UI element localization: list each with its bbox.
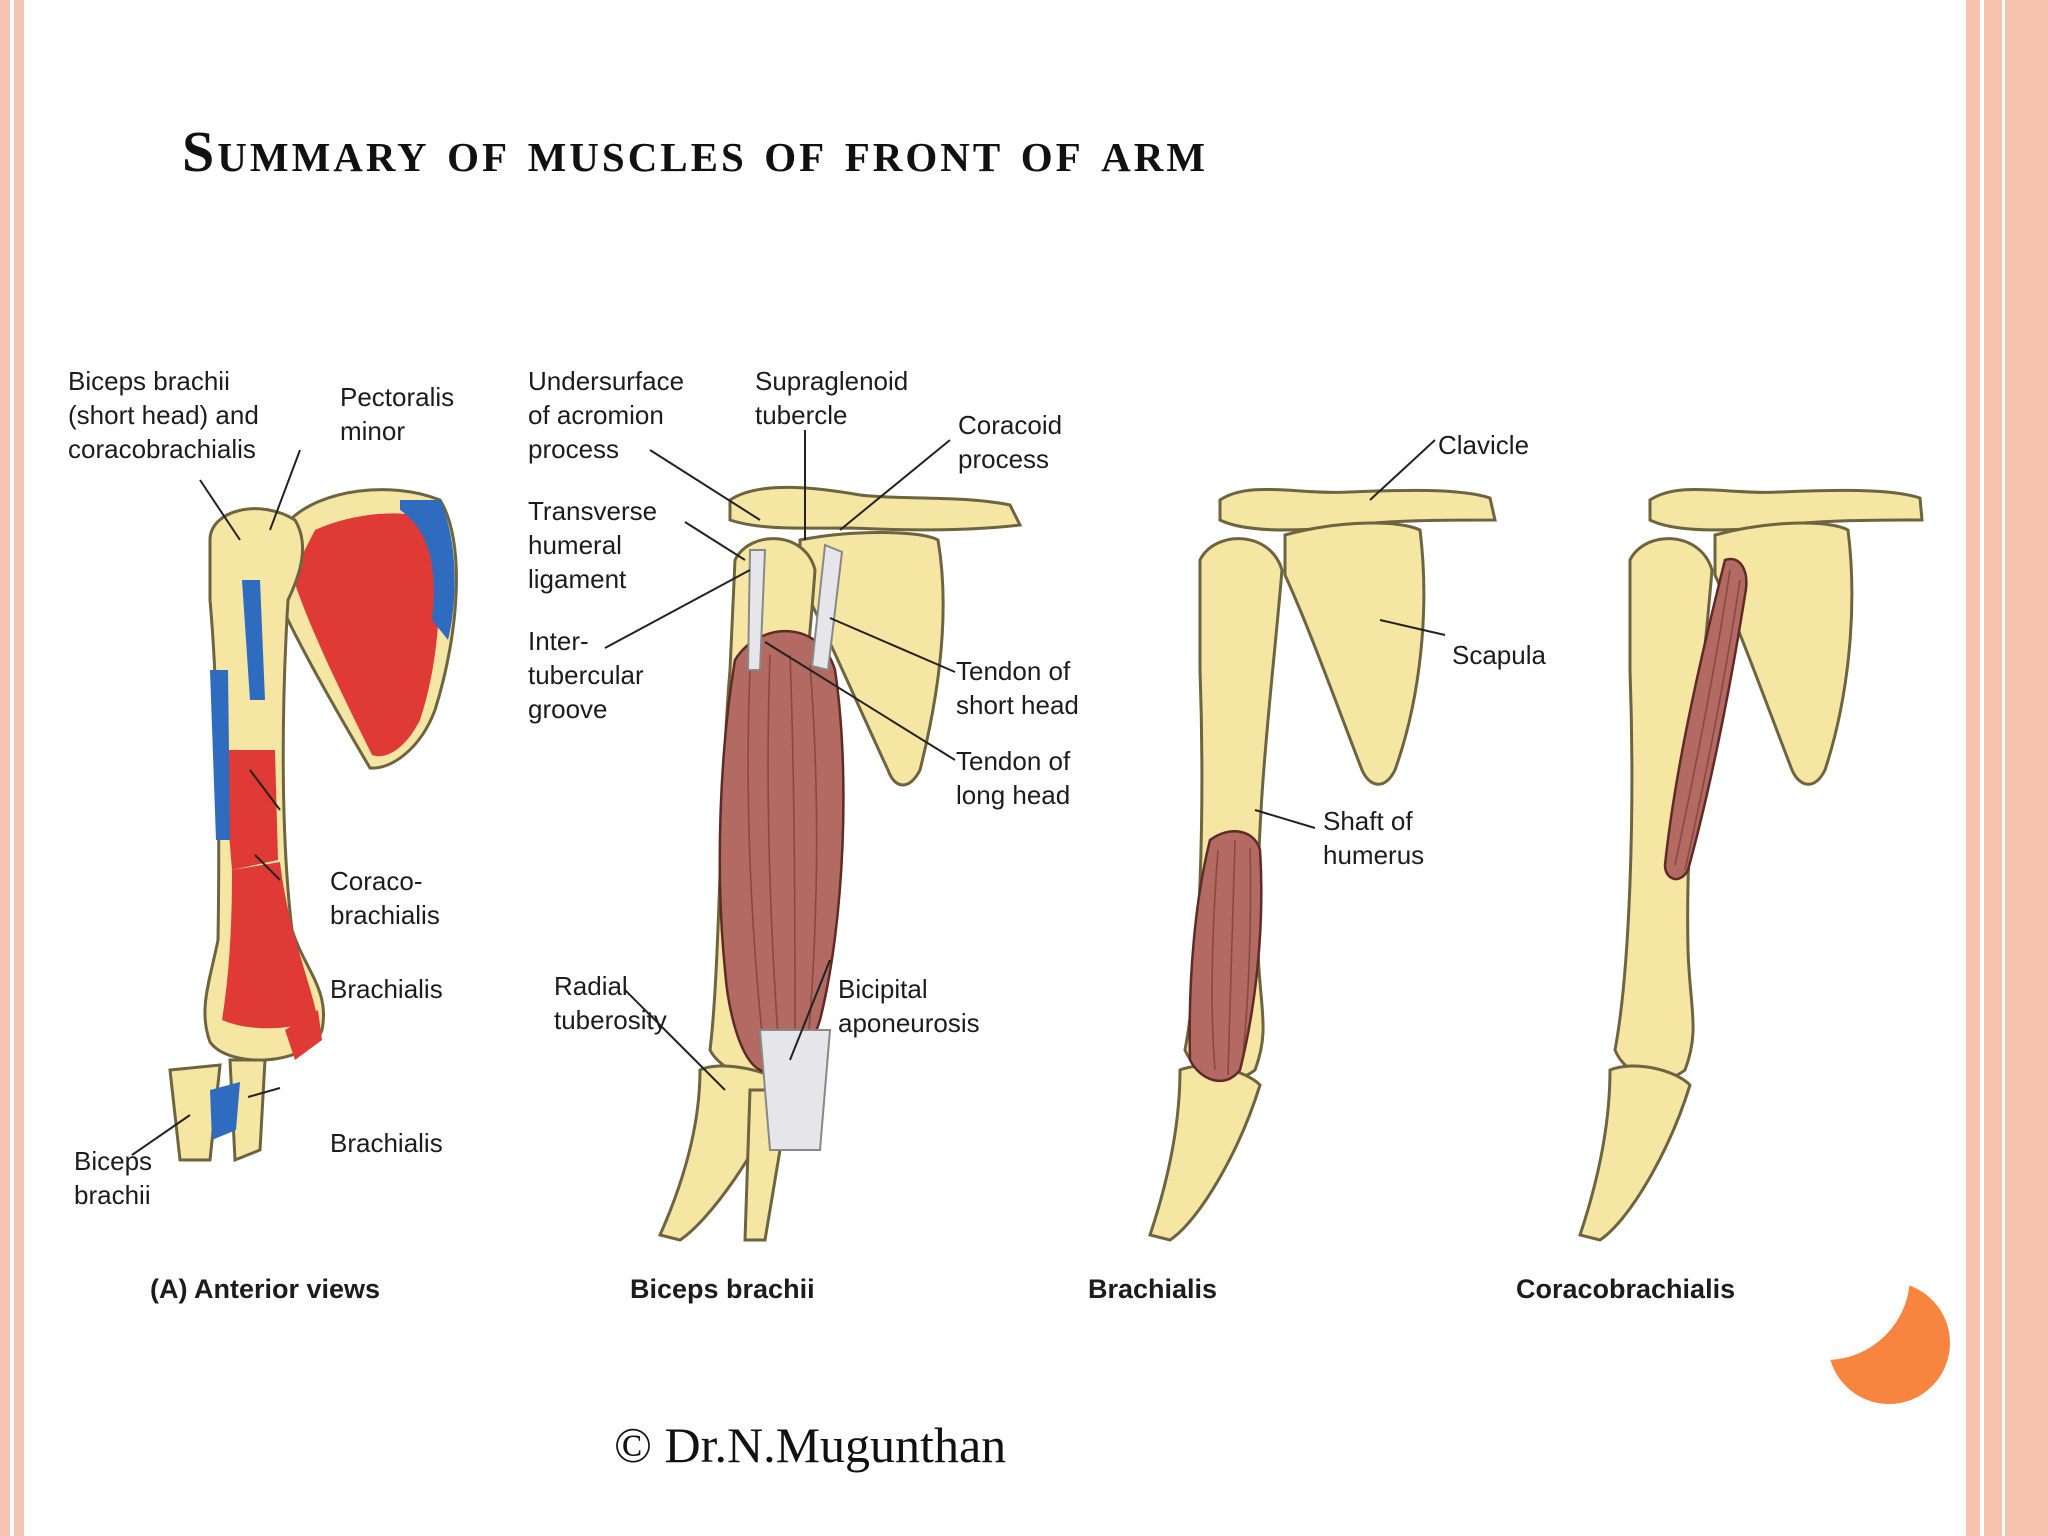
caption-brachialis: Brachialis <box>1088 1274 1217 1304</box>
label-bicipital-aponeurosis: Bicipital aponeurosis <box>838 974 980 1038</box>
label-undersurface-acromion: Undersurface of acromion process <box>528 370 691 464</box>
forearm-attachment-blue <box>210 1082 240 1140</box>
anatomy-illustration: Biceps brachii (short head) and coracobr… <box>68 370 1924 1304</box>
coracobrachialis-muscle <box>1663 557 1748 881</box>
panel-brachialis: Clavicle Scapula Shaft of humerus Brachi… <box>1088 430 1546 1304</box>
forearm-d <box>1578 1064 1692 1242</box>
label-radial-tuberosity: Radial tuberosity <box>554 971 667 1035</box>
humerus-attachment-blue-2 <box>242 580 265 700</box>
anatomy-figure: Biceps brachii (short head) and coracobr… <box>60 370 1940 1330</box>
label-biceps-brachii-a: Biceps brachii <box>74 1146 159 1210</box>
clavicle-d <box>1648 487 1924 532</box>
acromion-b <box>728 485 1023 532</box>
label-transverse-humeral-ligament: Transverse humeral ligament <box>528 496 664 594</box>
panel-coracobrachialis: Coracobrachialis <box>1516 487 1924 1304</box>
label-tendon-short-head: Tendon of short head <box>956 656 1079 720</box>
copyright-credit: © Dr.N.Mugunthan <box>614 1417 1007 1473</box>
clavicle-c <box>1218 487 1497 532</box>
label-clavicle: Clavicle <box>1438 430 1529 460</box>
humerus-attachment-blue <box>210 670 230 840</box>
slide-frame-right <box>1966 0 2048 1536</box>
panel-biceps-brachii: Undersurface of acromion process Supragl… <box>528 370 1079 1304</box>
tendon-short-head <box>810 543 844 672</box>
label-brachialis-a-upper: Brachialis <box>330 974 443 1004</box>
slide-frame-left <box>0 0 24 1536</box>
label-pectoralis-minor: Pectoralis minor <box>340 382 461 446</box>
label-intertubercular-groove: Inter- tubercular groove <box>528 626 651 724</box>
label-coracobrachialis-a: Coraco- brachialis <box>330 866 440 930</box>
label-supraglenoid-tubercle: Supraglenoid tubercle <box>755 370 915 430</box>
scapula-c <box>1283 521 1426 786</box>
humerus-coracobrachialis-attachment <box>222 750 278 870</box>
caption-anterior-views: (A) Anterior views <box>150 1274 380 1304</box>
label-scapula: Scapula <box>1452 640 1546 670</box>
bicipital-aponeurosis <box>758 1029 832 1151</box>
scapula-d <box>1713 521 1854 786</box>
caption-coracobrachialis: Coracobrachialis <box>1516 1274 1735 1304</box>
biceps-muscle <box>718 629 845 1074</box>
label-shaft-of-humerus: Shaft of humerus <box>1323 806 1424 870</box>
label-coracoid-process: Coracoid process <box>958 410 1069 474</box>
slide-accent-circle <box>1826 1276 1950 1404</box>
tendon-long-head <box>746 549 767 671</box>
caption-biceps-brachii: Biceps brachii <box>630 1274 815 1304</box>
scapula-attachment-red <box>292 513 440 757</box>
humerus-d <box>1613 537 1714 1081</box>
humerus-brachialis-attachment <box>222 862 318 1029</box>
label-biceps-short-head-coracobrachialis: Biceps brachii (short head) and coracobr… <box>68 370 266 464</box>
label-tendon-long-head: Tendon of long head <box>956 746 1077 810</box>
slide-title: Summary of muscles of front of arm <box>182 119 1209 184</box>
label-brachialis-a-lower: Brachialis <box>330 1128 443 1158</box>
brachialis-muscle <box>1188 830 1263 1082</box>
ulna-a <box>168 1063 222 1162</box>
forearm-c <box>1148 1064 1262 1242</box>
scapula-attachment-blue <box>400 500 455 640</box>
elbow-attachment-red <box>285 1010 322 1060</box>
panel-anterior-views: Biceps brachii (short head) and coracobr… <box>68 370 461 1304</box>
